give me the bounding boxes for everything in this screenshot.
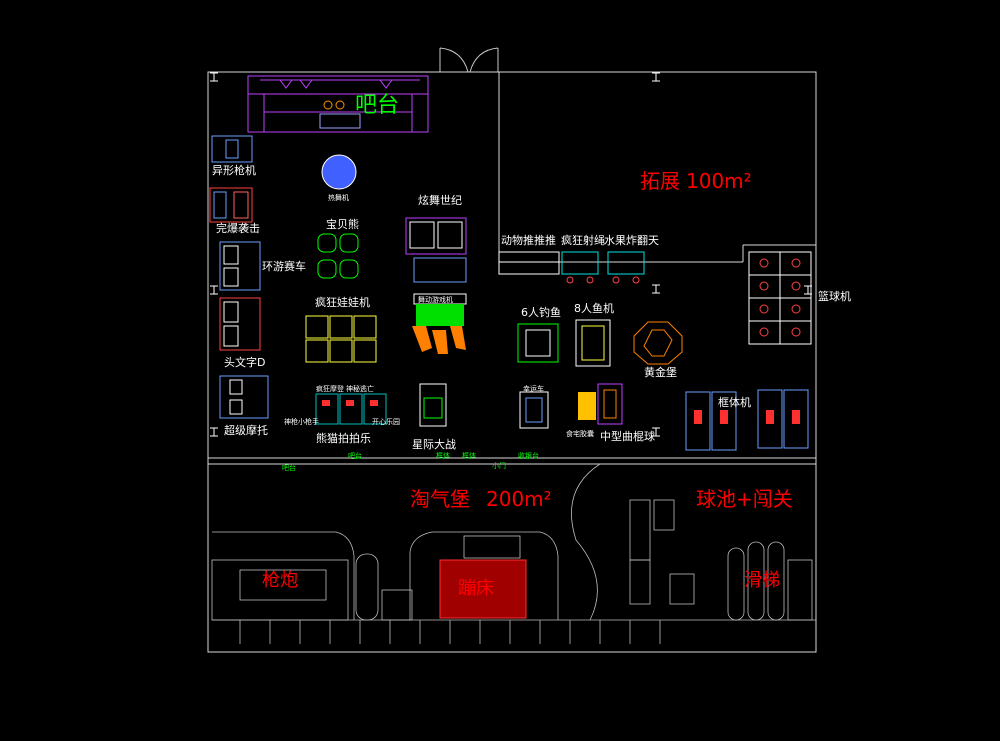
expansion-area: 100m² xyxy=(686,169,752,193)
cabinet-machines xyxy=(685,389,809,451)
crazy-shooter-machine xyxy=(561,251,599,284)
label-loop-racer: 环游赛车 xyxy=(262,259,306,273)
fishing-6-machine xyxy=(517,323,559,363)
label-seg-a: 吧台 xyxy=(348,451,362,460)
bar-counter xyxy=(247,75,429,133)
label-super-moto: 超级摩托 xyxy=(224,423,268,437)
label-boxing: 框体机 xyxy=(718,395,751,409)
label-baby-bear: 宝贝熊 xyxy=(326,217,359,231)
label-lucky-spin: 神秘逃亡 xyxy=(346,384,374,393)
shaped-gun-machine xyxy=(211,135,253,163)
dance-game-machine xyxy=(412,293,467,354)
fruit-blast-machine xyxy=(607,251,645,284)
baby-bear-machine xyxy=(317,233,359,279)
label-fruit-blast: 水果炸翻天 xyxy=(604,233,659,247)
bar-label: 吧台 xyxy=(355,93,399,118)
initial-d-machine xyxy=(219,297,261,351)
label-seg-d: 收银台 xyxy=(518,451,539,460)
complete-assault-machine xyxy=(209,187,253,223)
basketball-machines xyxy=(748,251,812,345)
column-markers xyxy=(210,72,812,437)
taoqibao-label: 淘气堡 xyxy=(410,487,470,511)
label-door-small: 小门 xyxy=(492,461,506,470)
label-shaped-gun: 异形枪机 xyxy=(212,163,256,177)
label-crazy-claw: 疯狂娃娃机 xyxy=(315,295,370,309)
label-happy-circle: 开心乐园 xyxy=(372,417,400,426)
outer-walls xyxy=(207,71,817,653)
label-crazy-shooter: 疯狂射绳 xyxy=(561,233,605,247)
label-fish-machine-8: 8人鱼机 xyxy=(574,301,614,315)
label-animal-push: 动物推推推 xyxy=(501,233,556,247)
label-god-shooter: 神枪小枪手 xyxy=(284,417,319,426)
ball-pool-label: 球池+闯关 xyxy=(696,487,793,511)
candy-machine xyxy=(578,392,596,420)
label-initial-d: 头文字D xyxy=(224,355,265,369)
label-bar-small: 吧台 xyxy=(282,463,296,472)
expansion-label: 拓展 xyxy=(640,169,680,193)
super-moto-machine xyxy=(219,375,269,419)
label-seg-b: 框体 xyxy=(436,451,450,460)
dance-century-machine xyxy=(405,217,467,283)
trampoline-mat xyxy=(439,559,527,619)
loop-racer-machine xyxy=(219,241,261,291)
hot-dance-machine xyxy=(321,154,357,190)
entrance-door xyxy=(439,47,499,73)
label-hot-dance: 热舞机 xyxy=(328,193,349,202)
label-dance-sign: 舞动游戏机 xyxy=(418,295,453,304)
label-golden-fort: 黄金堡 xyxy=(644,365,677,379)
label-lucky-car: 幸运车 xyxy=(523,384,544,393)
taoqibao-area: 200m² xyxy=(486,487,552,511)
label-star-war: 星际大战 xyxy=(412,437,456,451)
golden-fort-machine xyxy=(633,321,683,365)
crazy-claw-machine xyxy=(305,315,377,363)
label-seg-c: 框体 xyxy=(462,451,476,460)
lucky-car-machine xyxy=(519,391,549,429)
star-war-machine xyxy=(419,383,447,427)
label-candy: 食宅胶囊 xyxy=(566,429,594,438)
label-fishing-6: 6人钓鱼 xyxy=(521,305,561,319)
label-complete-assault: 完爆袭击 xyxy=(216,221,260,235)
label-crazy-spin: 疯狂摩登 xyxy=(316,384,344,393)
label-mid-hockey: 中型曲棍球 xyxy=(600,429,655,443)
lower-play-structures xyxy=(211,463,816,644)
slide-label: 滑梯 xyxy=(744,570,780,591)
mid-hockey-machine xyxy=(597,383,623,425)
label-basketball: 篮球机 xyxy=(818,289,851,303)
label-bear-pat: 熊猫拍拍乐 xyxy=(316,431,371,445)
cannon-label: 枪炮 xyxy=(262,570,298,591)
bear-pat-machines xyxy=(315,393,387,425)
label-dance-century: 炫舞世纪 xyxy=(418,193,462,207)
fish-machine-8 xyxy=(575,319,611,367)
animal-push-machine xyxy=(498,251,560,275)
trampoline-label: 蹦床 xyxy=(458,578,494,599)
